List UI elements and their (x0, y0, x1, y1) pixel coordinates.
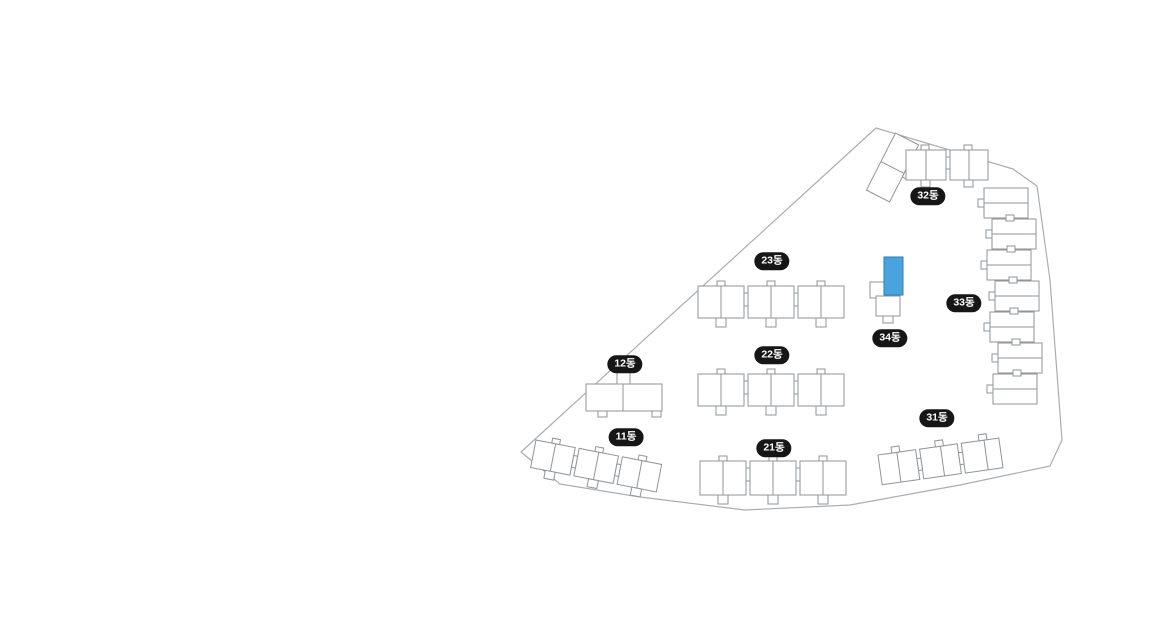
building-21-footprint[interactable] (699, 455, 847, 505)
building-label-34[interactable]: 34동 (872, 329, 908, 347)
building-11-footprint[interactable] (529, 435, 663, 500)
building-34-highlight[interactable] (883, 256, 904, 296)
building-12-footprint[interactable] (585, 368, 663, 418)
building-label-22[interactable]: 22동 (754, 346, 790, 364)
building-label-11[interactable]: 11동 (608, 428, 644, 446)
building-label-32[interactable]: 32동 (910, 187, 946, 205)
building-31-footprint[interactable] (877, 432, 1004, 486)
building-22-footprint[interactable] (697, 368, 845, 416)
building-label-23[interactable]: 23동 (754, 252, 790, 270)
building-label-21[interactable]: 21동 (756, 439, 792, 457)
building-32-footprint[interactable] (865, 132, 989, 204)
building-23-footprint[interactable] (697, 280, 845, 328)
building-label-12[interactable]: 12동 (607, 355, 643, 373)
building-33-footprint[interactable] (977, 187, 1043, 405)
building-label-33[interactable]: 33동 (946, 294, 982, 312)
building-34-footprint[interactable] (869, 256, 904, 324)
building-label-31[interactable]: 31동 (919, 409, 955, 427)
